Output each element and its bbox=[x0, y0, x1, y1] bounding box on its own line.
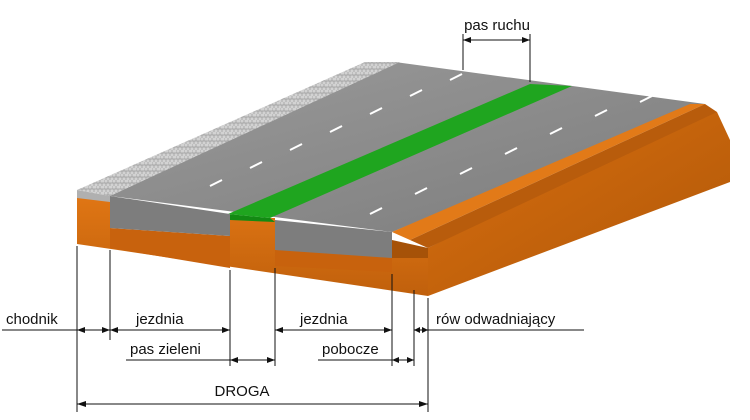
label-row-odwadniajacy: rów odwadniający bbox=[436, 311, 556, 328]
green-median-top bbox=[228, 84, 572, 218]
dim-pas-ruchu: pas ruchu bbox=[463, 17, 530, 43]
extension-lines bbox=[76, 34, 531, 412]
dim-row-1: chodnik jezdnia jezdnia rów odwadniający bbox=[2, 311, 584, 333]
soil-side-face bbox=[428, 112, 730, 296]
label-jezdnia-left: jezdnia bbox=[135, 311, 184, 328]
shoulder-top bbox=[392, 104, 705, 240]
soil-under-right-lane bbox=[275, 250, 392, 272]
sidewalk-front bbox=[77, 190, 110, 202]
lane-markings-right bbox=[369, 95, 653, 215]
dim-row-2: pas zieleni pobocze bbox=[126, 341, 414, 363]
label-chodnik: chodnik bbox=[6, 311, 58, 328]
soil-front-face bbox=[77, 196, 428, 296]
green-median-front bbox=[228, 214, 275, 222]
left-lane-front bbox=[110, 196, 230, 236]
road-block bbox=[77, 62, 730, 296]
sidewalk-top bbox=[77, 62, 400, 196]
label-droga: DROGA bbox=[214, 383, 269, 400]
label-pas-zieleni: pas zieleni bbox=[130, 341, 201, 358]
right-lane-front bbox=[275, 220, 392, 258]
label-pobocze: pobocze bbox=[322, 341, 379, 358]
drainage-front bbox=[392, 240, 428, 258]
drainage-top bbox=[410, 104, 717, 248]
lane-markings-left bbox=[209, 73, 463, 187]
label-pas-ruchu: pas ruchu bbox=[464, 17, 530, 34]
dim-droga: DROGA bbox=[77, 383, 428, 407]
label-jezdnia-right: jezdnia bbox=[299, 311, 348, 328]
soil-under-left-lane bbox=[110, 228, 230, 268]
